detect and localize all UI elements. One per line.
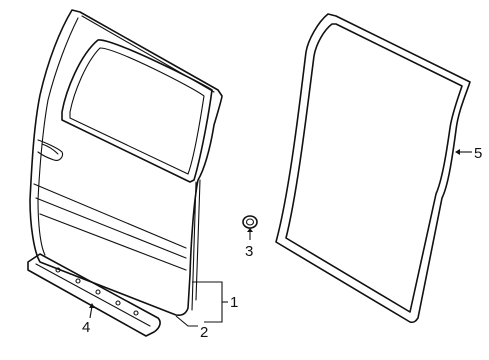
callout-labels: 1 2 3 4 5 (82, 145, 482, 341)
door-shell (29, 9, 223, 317)
leader-lines (89, 149, 472, 327)
callout-1: 1 (230, 294, 238, 311)
plug-grommet (242, 215, 258, 229)
callout-3: 3 (245, 243, 253, 260)
callout-5: 5 (474, 145, 482, 162)
callout-2: 2 (200, 324, 208, 341)
weatherstrip-seal (275, 13, 471, 324)
callout-4: 4 (82, 319, 90, 336)
leader-2 (175, 315, 198, 327)
lower-moulding (27, 253, 161, 337)
